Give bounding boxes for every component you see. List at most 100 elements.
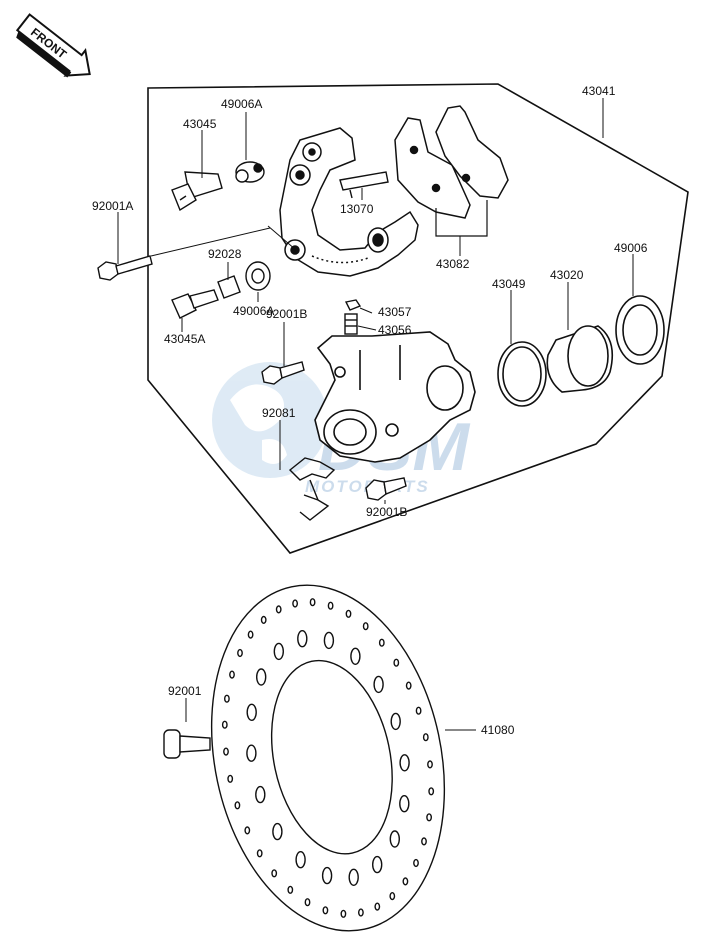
- watermark-globe-icon: [212, 362, 328, 478]
- disc-slot: [373, 675, 384, 694]
- disc-hole: [427, 760, 433, 769]
- disc-slot: [348, 868, 359, 886]
- caliper-body: [314, 331, 476, 463]
- bolt-92001A: [97, 255, 153, 281]
- label-92001: 92001: [168, 684, 202, 698]
- pad-spring-92081: [288, 457, 336, 521]
- front-arrow: FRONT: [15, 13, 91, 78]
- disc-hole: [223, 694, 230, 703]
- disc-hole: [221, 720, 228, 729]
- disc-hole: [357, 908, 364, 917]
- disc-hole: [256, 849, 263, 858]
- disc-hole: [234, 801, 241, 810]
- disc-slot: [295, 851, 306, 869]
- disc-slot: [323, 631, 335, 650]
- disc-hole: [247, 630, 254, 639]
- bolt-92001B-top: [261, 361, 305, 385]
- label-43045A: 43045A: [164, 332, 205, 346]
- disc-hole: [421, 837, 427, 846]
- label-43082: 43082: [436, 257, 470, 271]
- disc-hole: [340, 909, 347, 918]
- assembly-boundary: [147, 83, 689, 554]
- label-92001B-bot: 92001B: [366, 505, 407, 519]
- label-92028: 92028: [208, 247, 242, 261]
- disc-slot: [321, 866, 333, 885]
- boot-49006A-bottom: [245, 261, 271, 291]
- disc-hole: [309, 598, 316, 607]
- disc-hole: [422, 733, 429, 742]
- disc-slot: [399, 795, 410, 813]
- disc-hole: [415, 706, 422, 715]
- disc-hole: [374, 902, 381, 911]
- disc-slot: [350, 647, 361, 665]
- disc-hole: [229, 670, 235, 679]
- disc-hole: [275, 605, 282, 614]
- disc-hole: [345, 609, 352, 618]
- bracket-43082: [435, 200, 488, 237]
- disc-inner-edge: [270, 659, 393, 855]
- disc-slot: [372, 855, 383, 874]
- disc-hole: [260, 615, 267, 625]
- disc-slot: [255, 785, 266, 804]
- brake-pads-43082: [394, 105, 509, 219]
- label-92081: 92081: [262, 406, 296, 420]
- disc-bolt-92001: [163, 729, 211, 759]
- label-13070: 13070: [340, 202, 374, 216]
- disc-hole: [292, 599, 298, 608]
- slide-pin-43045: [171, 171, 223, 212]
- label-43056: 43056: [378, 323, 412, 337]
- label-92001B-top: 92001B: [266, 307, 307, 321]
- caliper-bracket: [279, 127, 419, 277]
- disc-slot: [246, 744, 257, 762]
- label-43020: 43020: [550, 268, 584, 282]
- label-49006A-bot: 49006A: [233, 304, 274, 318]
- label-43041: 43041: [582, 84, 616, 98]
- boot-49006A-top: [235, 161, 265, 183]
- label-92001A: 92001A: [92, 199, 133, 213]
- disc-slot: [399, 754, 410, 772]
- sleeve-92028: [217, 275, 241, 299]
- disc-hole: [227, 774, 234, 783]
- spring-clip-13070: [339, 171, 389, 199]
- label-43049: 43049: [492, 277, 526, 291]
- brake-disc-41080: [210, 584, 446, 932]
- disc-hole: [389, 891, 396, 901]
- piston-seal-43049: [497, 341, 547, 407]
- disc-hole: [287, 885, 294, 894]
- label-43057: 43057: [378, 305, 412, 319]
- disc-slot: [256, 668, 267, 686]
- bleeder-valve: [344, 299, 362, 335]
- part-labels: 43041 49006A 43045 92001A 13070 43082 92…: [92, 84, 648, 737]
- label-41080: 41080: [481, 723, 515, 737]
- disc-hole: [393, 658, 400, 667]
- disc-hole: [378, 638, 385, 647]
- disc-slot: [297, 630, 308, 648]
- disc-slot: [273, 642, 284, 661]
- label-49006A-top: 49006A: [221, 97, 262, 111]
- disc-slot: [389, 830, 400, 848]
- disc-hole: [271, 869, 278, 878]
- disc-hole: [322, 906, 329, 915]
- disc-hole: [223, 747, 229, 756]
- dust-seal-49006: [615, 295, 665, 365]
- label-49006: 49006: [614, 241, 648, 255]
- disc-outer-edge: [210, 584, 446, 932]
- disc-slot: [246, 703, 257, 721]
- disc-hole: [426, 813, 432, 822]
- disc-hole: [362, 622, 369, 631]
- piston-43020: [546, 325, 614, 393]
- leader-lines: [117, 98, 634, 731]
- disc-hole: [304, 898, 311, 907]
- disc-hole: [413, 858, 419, 868]
- slide-pin-43045A: [171, 289, 219, 319]
- disc-slot: [390, 712, 401, 731]
- label-43045: 43045: [183, 117, 217, 131]
- bolt-92001B-bottom: [365, 477, 407, 501]
- disc-hole: [327, 601, 334, 610]
- disc-hole: [405, 681, 412, 690]
- disc-hole: [237, 648, 243, 658]
- disc-hole: [402, 877, 409, 886]
- disc-slot: [272, 822, 283, 841]
- disc-hole: [428, 787, 435, 796]
